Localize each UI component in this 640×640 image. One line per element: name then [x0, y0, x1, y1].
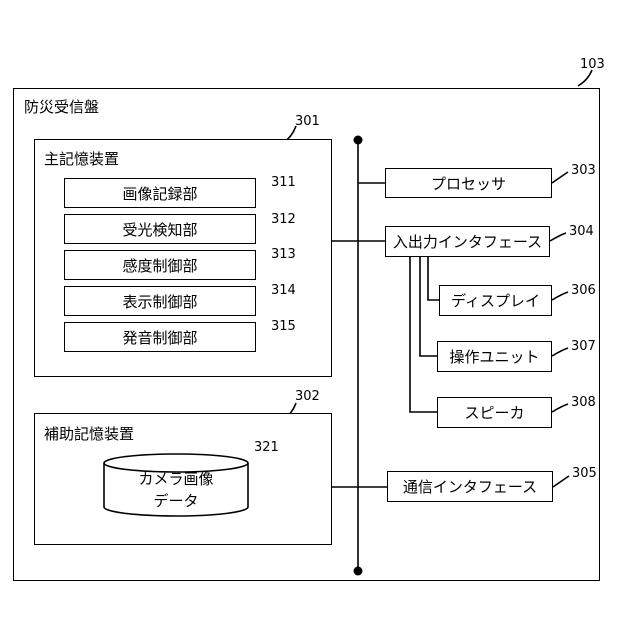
speaker-box: スピーカ [437, 397, 552, 428]
processor-box: プロセッサ [385, 168, 552, 198]
processor-label: プロセッサ [431, 173, 506, 194]
ref-305: 305 [572, 466, 597, 481]
storage-line1: カメラ画像 [104, 468, 248, 490]
comm-interface-label: 通信インタフェース [403, 476, 537, 497]
operation-unit-label: 操作ユニット [449, 346, 539, 367]
ref-308: 308 [571, 395, 596, 410]
ref-307: 307 [571, 339, 596, 354]
camera-image-data-label: カメラ画像 データ [104, 468, 248, 512]
ref-303: 303 [571, 163, 596, 178]
comm-interface-box: 通信インタフェース [387, 471, 553, 502]
display-box: ディスプレイ [439, 285, 552, 316]
display-label: ディスプレイ [451, 290, 540, 311]
ref-304: 304 [569, 224, 594, 239]
io-interface-label: 入出力インタフェース [393, 231, 542, 252]
ref-306: 306 [571, 283, 596, 298]
operation-unit-box: 操作ユニット [437, 341, 552, 372]
io-interface-box: 入出力インタフェース [385, 226, 550, 257]
ref-321: 321 [254, 440, 279, 455]
storage-line2: データ [104, 490, 248, 512]
speaker-label: スピーカ [464, 402, 524, 423]
